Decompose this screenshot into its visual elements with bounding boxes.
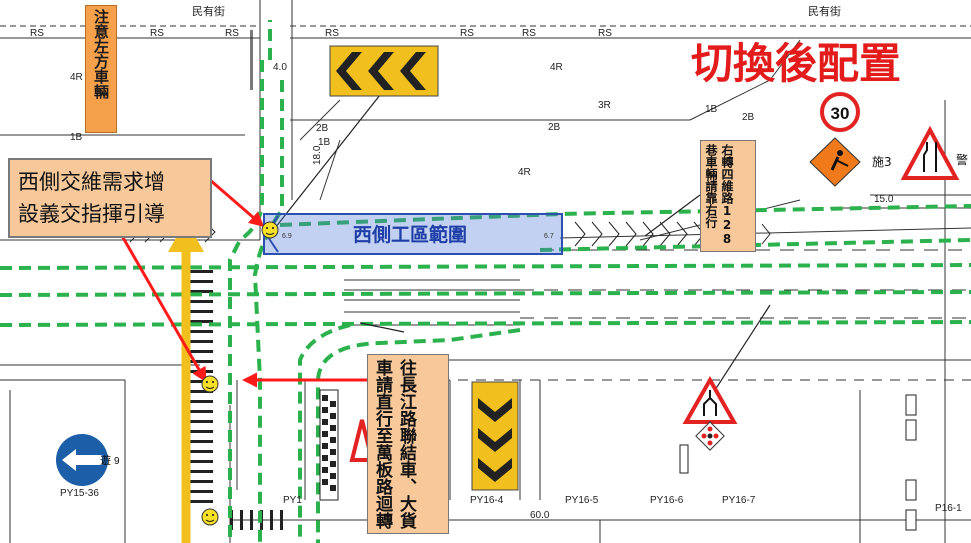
lane-mark: RS [522, 28, 536, 39]
flagger-icon-3 [201, 508, 219, 526]
callout-west-need: 西側交維需求增 設義交指揮引導 [8, 158, 212, 238]
speed-limit-value: 30 [831, 104, 850, 123]
pole-label: PY16-5 [565, 495, 599, 506]
lane-mark: RS [150, 28, 164, 39]
lane-narrow-sign: 警 [900, 125, 968, 180]
chevron-board-bottom [471, 381, 519, 491]
callout-trucks-text: 往長江路聯結車、大貨車請直行至萬板路迴轉 [372, 359, 416, 529]
flagger-icons [201, 221, 279, 526]
lane-mark: 4.0 [273, 62, 287, 73]
pole-label: PY15-36 [60, 488, 99, 499]
lane-mark: RS [460, 28, 474, 39]
map-labels: 民有街 民有街 RS RS RS RS RS RS RS 4R 4R 3R 2B… [30, 4, 962, 521]
lane-mark: RS [30, 28, 44, 39]
diagram-title: 切換後配置 [691, 39, 901, 88]
warning-cut-label: 警 [956, 152, 968, 167]
keep-left-number: 9 [114, 456, 120, 467]
callout-trucks: 往長江路聯結車、大貨車請直行至萬板路迴轉 [367, 354, 449, 534]
keep-left-label: 遊 [100, 453, 111, 467]
lane-mark: 2B [316, 123, 329, 134]
lane-mark: 4R [518, 167, 531, 178]
lane-mark: 1B [318, 137, 331, 148]
street-name-right: 民有街 [808, 4, 841, 18]
curve-warning-sign [682, 375, 738, 451]
lane-mark: 1B [70, 132, 83, 143]
lane-mark: RS [598, 28, 612, 39]
pole-label: PY16-4 [470, 495, 504, 506]
zone-label: 西側工區範圍 [353, 223, 467, 246]
speed-limit-sign: 30 [820, 92, 860, 132]
dimension-60: 60.0 [530, 510, 550, 521]
callout-west-need-line-2: 設義交指揮引導 [18, 202, 165, 226]
lane-mark: RS [325, 28, 339, 39]
dimension-15: 15.0 [874, 194, 894, 205]
chevron-board-top [329, 45, 439, 97]
pole-label: PY16-7 [722, 495, 756, 506]
pole-label: PY1 [283, 495, 302, 506]
flagger-icon-2 [201, 375, 219, 393]
callout-left-vertical: 注意左方車輛 [85, 5, 117, 133]
callout-right-turn: 右轉四維路128巷車輛請靠右行 [700, 140, 756, 252]
keep-left-sign: 遊 9 [56, 434, 120, 486]
lane-mark: 3R [598, 100, 611, 111]
callout-left-vertical-text: 注意左方車輛 [92, 9, 110, 99]
work-sign: 施3 [809, 137, 892, 187]
lane-mark: 2B [548, 122, 561, 133]
west-work-zone: 西側工區範圍 6.9 6.7 [263, 213, 563, 255]
zone-dim-left: 6.9 [282, 233, 292, 240]
zone-dim-right: 6.7 [544, 233, 554, 240]
callout-west-need-line-1: 西側交維需求增 [18, 170, 165, 194]
red-arrows [108, 178, 368, 388]
lane-mark: 4R [550, 62, 563, 73]
lane-mark: RS [225, 28, 239, 39]
checker-post [322, 395, 336, 491]
flagger-icon-1 [261, 221, 279, 239]
lane-mark: 4R [70, 72, 83, 83]
work-sign-label: 施3 [872, 155, 892, 169]
crosswalk [185, 30, 283, 530]
pole-label: P16-1 [935, 503, 962, 514]
lane-mark: 2B [742, 112, 755, 123]
lane-mark: 1B [705, 104, 718, 115]
dimension-18: 18.0 [312, 145, 323, 165]
street-name-left: 民有街 [192, 4, 225, 18]
leader-lines [274, 94, 771, 436]
pole-label: PY16-6 [650, 495, 684, 506]
callout-right-turn-text: 右轉四維路128巷車輛請靠右行 [704, 144, 734, 246]
